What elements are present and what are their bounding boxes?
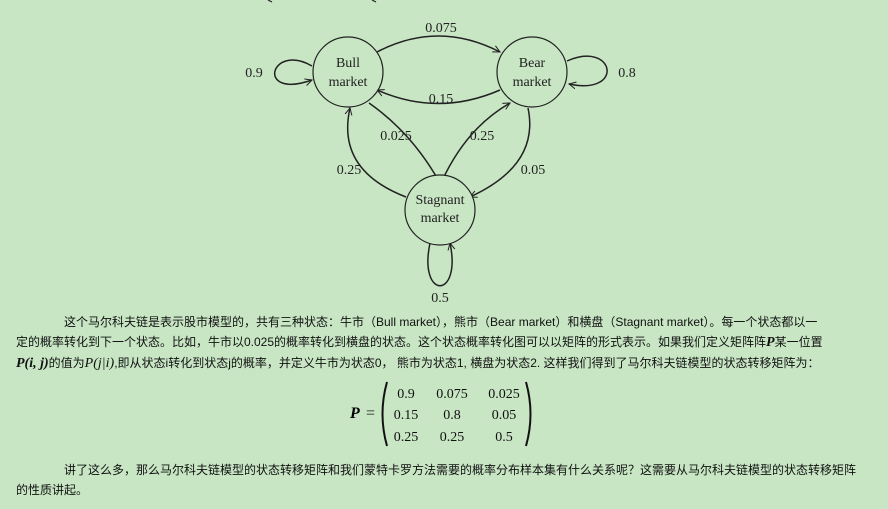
edge-stagnant-to-bull bbox=[348, 108, 407, 198]
paragraph-followup-text-1: 讲了这么多，那么马尔科夫链模型的状态转移矩阵和我们蒙特卡罗方法需要的概率分布样本… bbox=[64, 463, 857, 477]
label-stagnant-to-bear: 0.25 bbox=[470, 129, 495, 144]
paragraph-intro-text-5: ,即从状态i转化到状态j的概率，并定义牛市为状态0， 熊市为状态1, 横盘为状态… bbox=[114, 356, 820, 370]
paragraph-followup-text-2: 的性质讲起。 bbox=[16, 483, 89, 497]
label-stagnant-to-bull: 0.25 bbox=[337, 163, 362, 178]
node-bull: Bull market bbox=[312, 36, 384, 108]
matrix-cell: 0.075 bbox=[436, 387, 468, 402]
paragraph-intro-line-3: P(i, j)的值为P(j|i),即从状态i转化到状态j的概率，并定义牛市为状态… bbox=[16, 353, 866, 374]
math-p-i-j: P(i, j) bbox=[16, 356, 49, 371]
paragraph-intro-text-2: 定的概率转化到下一个状态。比如，牛市以0.025的概率转化到横盘的状态。这个状态… bbox=[16, 335, 767, 349]
label-stagnant-self: 0.5 bbox=[431, 291, 449, 306]
matrix-cell: 0.025 bbox=[488, 387, 520, 402]
markov-chain-diagram: Bull market Bear market Stagnant market … bbox=[245, 0, 636, 306]
edge-bull-self bbox=[273, 59, 312, 84]
top-cropped-marks bbox=[267, 0, 377, 3]
label-bear-self: 0.8 bbox=[618, 66, 636, 81]
math-p-j-given-i: P(j|i) bbox=[84, 356, 115, 371]
matrix-equals: = bbox=[366, 405, 375, 422]
label-bear-to-stagnant: 0.05 bbox=[521, 163, 546, 178]
matrix-right-paren bbox=[525, 381, 532, 447]
node-bear-label-2: market bbox=[513, 75, 552, 90]
matrix-cell: 0.25 bbox=[394, 430, 419, 445]
matrix-cell: 0.15 bbox=[394, 408, 419, 423]
label-bear-to-bull: 0.15 bbox=[429, 92, 454, 107]
node-bear-label-1: Bear bbox=[519, 56, 546, 71]
matrix-cell: 0.25 bbox=[440, 430, 465, 445]
paragraph-followup: 讲了这么多，那么马尔科夫链模型的状态转移矩阵和我们蒙特卡罗方法需要的概率分布样本… bbox=[16, 460, 866, 500]
matrix-cell: 0.9 bbox=[397, 387, 415, 402]
matrix-cell: 0.5 bbox=[495, 430, 513, 445]
edge-bull-to-stagnant bbox=[368, 102, 441, 183]
node-bull-label-2: market bbox=[329, 75, 368, 90]
edge-bear-to-stagnant bbox=[470, 107, 531, 197]
paragraph-intro-text-4: 的值为 bbox=[48, 356, 85, 370]
node-bull-label-1: Bull bbox=[336, 56, 360, 71]
paragraph-followup-line-2: 的性质讲起。 bbox=[16, 480, 866, 500]
node-stagnant-label-2: market bbox=[421, 211, 460, 226]
edge-bear-to-bull bbox=[377, 90, 501, 105]
paragraph-intro-text-1: 这个马尔科夫链是表示股市模型的，共有三种状态：牛市（Bull market），熊… bbox=[64, 315, 818, 329]
transition-matrix: P = 0.9 0.075 0.025 0.15 0.8 0.05 0.25 0… bbox=[349, 381, 532, 447]
matrix-cell: 0.8 bbox=[443, 408, 461, 423]
matrix-name: P bbox=[349, 405, 360, 422]
edge-bull-to-bear bbox=[376, 35, 500, 53]
matrix-left-paren bbox=[381, 381, 388, 447]
paragraph-intro-text-3: 某一位置 bbox=[774, 335, 823, 349]
paragraph-intro-line-2: 定的概率转化到下一个状态。比如，牛市以0.025的概率转化到横盘的状态。这个状态… bbox=[16, 332, 866, 353]
paragraph-intro: 这个马尔科夫链是表示股市模型的，共有三种状态：牛市（Bull market），熊… bbox=[16, 312, 866, 374]
edge-bear-self bbox=[566, 55, 608, 85]
label-bull-to-bear: 0.075 bbox=[425, 21, 457, 36]
label-bull-self: 0.9 bbox=[245, 66, 263, 81]
label-bull-to-stagnant: 0.025 bbox=[380, 129, 412, 144]
paragraph-intro-line-1: 这个马尔科夫链是表示股市模型的，共有三种状态：牛市（Bull market），熊… bbox=[16, 312, 866, 332]
node-stagnant-label-1: Stagnant bbox=[416, 193, 465, 208]
node-bear: Bear market bbox=[496, 36, 568, 108]
edge-stagnant-self bbox=[427, 243, 452, 287]
edge-stagnant-to-bear bbox=[440, 102, 510, 184]
paragraph-followup-line-1: 讲了这么多，那么马尔科夫链模型的状态转移矩阵和我们蒙特卡罗方法需要的概率分布样本… bbox=[16, 460, 866, 480]
matrix-cell: 0.05 bbox=[492, 408, 517, 423]
matrix-variable-p: P bbox=[766, 335, 775, 350]
node-stagnant: Stagnant market bbox=[404, 174, 476, 246]
